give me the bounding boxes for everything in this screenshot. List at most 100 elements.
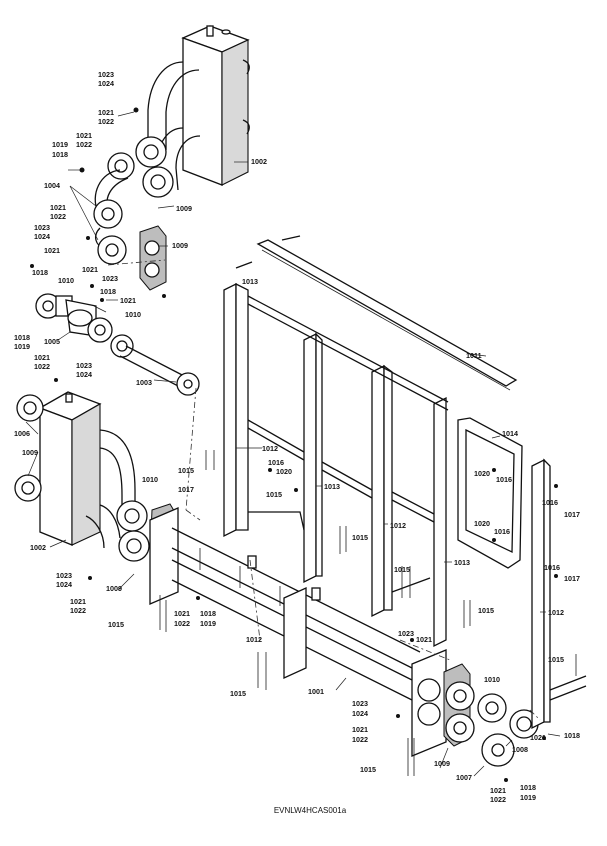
- callout-1006: 1006: [14, 429, 30, 438]
- callout-1021: 1021: [70, 597, 86, 606]
- callout-labels: 1023 1024 1021 1022 1021 1022 1019 1018 …: [14, 70, 580, 804]
- callout-1023: 1023: [352, 699, 368, 708]
- callout-1007: 1007: [456, 773, 472, 782]
- callout-1015: 1015: [266, 490, 282, 499]
- callout-1018: 1018: [14, 333, 30, 342]
- callout-1015: 1015: [178, 466, 194, 475]
- callout-1009: 1009: [22, 448, 38, 457]
- callout-1010: 1010: [58, 276, 74, 285]
- callout-1021: 1021: [120, 296, 136, 305]
- callout-1010: 1010: [142, 475, 158, 484]
- callout-1009: 1009: [434, 759, 450, 768]
- callout-1009: 1009: [176, 204, 192, 213]
- callout-1016: 1016: [268, 458, 284, 467]
- callout-1015: 1015: [394, 565, 410, 574]
- callout-1017: 1017: [564, 510, 580, 519]
- callout-1021: 1021: [530, 733, 546, 742]
- callout-1016: 1016: [544, 563, 560, 572]
- fastener-bolts: [30, 107, 577, 782]
- callout-1019: 1019: [520, 793, 536, 802]
- callout-1011: 1011: [466, 351, 482, 360]
- callout-1019: 1019: [200, 619, 216, 628]
- callout-1021: 1021: [44, 246, 60, 255]
- callout-1023: 1023: [102, 274, 118, 283]
- callout-1020: 1020: [276, 467, 292, 476]
- callout-1021: 1021: [76, 131, 92, 140]
- callout-1020: 1020: [474, 519, 490, 528]
- callout-1023: 1023: [76, 361, 92, 370]
- alignment-lines: [107, 259, 541, 721]
- gasket-1009-upper: [139, 225, 167, 291]
- elbow-pipes-1004: [93, 169, 129, 265]
- callout-1017: 1017: [178, 485, 194, 494]
- callout-1024: 1024: [34, 232, 50, 241]
- upper-flanges: [107, 136, 174, 198]
- callout-1014: 1014: [502, 429, 518, 438]
- callout-1002: 1002: [251, 157, 267, 166]
- callout-1021: 1021: [352, 725, 368, 734]
- callout-1022: 1022: [76, 140, 92, 149]
- callout-1013: 1013: [324, 482, 340, 491]
- callout-1010: 1010: [125, 310, 141, 319]
- callout-1022: 1022: [34, 362, 50, 371]
- callout-1023: 1023: [56, 571, 72, 580]
- callout-1015: 1015: [352, 533, 368, 542]
- upper-heat-exchanger: [147, 25, 250, 196]
- callout-1002: 1002: [30, 543, 46, 552]
- callout-1004: 1004: [44, 181, 60, 190]
- callout-1015: 1015: [548, 655, 564, 664]
- support-frame: [223, 239, 587, 730]
- callout-1023: 1023: [34, 223, 50, 232]
- callout-1005: 1005: [44, 337, 60, 346]
- callout-1019: 1019: [14, 342, 30, 351]
- callout-1015: 1015: [478, 606, 494, 615]
- callout-1016: 1016: [496, 475, 512, 484]
- drawing-id-caption: EVNLW4HCAS001a: [273, 806, 347, 815]
- callout-1022: 1022: [352, 735, 368, 744]
- callout-1024: 1024: [56, 580, 72, 589]
- callout-1024: 1024: [98, 79, 114, 88]
- callout-1001: 1001: [308, 687, 324, 696]
- callout-1016: 1016: [494, 527, 510, 536]
- callout-1021: 1021: [34, 353, 50, 362]
- callout-1012: 1012: [262, 444, 278, 453]
- callout-1024: 1024: [76, 370, 92, 379]
- callout-1018: 1018: [200, 609, 216, 618]
- lower-heat-exchanger: [38, 391, 136, 549]
- callout-1021: 1021: [174, 609, 190, 618]
- leader-lines: [25, 111, 561, 777]
- callout-1023: 1023: [98, 70, 114, 79]
- callout-1013: 1013: [454, 558, 470, 567]
- callout-1009: 1009: [106, 584, 122, 593]
- callout-1003: 1003: [136, 378, 152, 387]
- callout-1012: 1012: [390, 521, 406, 530]
- callout-1021: 1021: [98, 108, 114, 117]
- callout-1015: 1015: [230, 689, 246, 698]
- header-pipe-assembly: [149, 507, 539, 767]
- callout-1018: 1018: [564, 731, 580, 740]
- callout-1012: 1012: [246, 635, 262, 644]
- callout-1018: 1018: [32, 268, 48, 277]
- side-flanges-1006: [14, 394, 44, 502]
- callout-1019: 1019: [52, 140, 68, 149]
- callout-1018: 1018: [100, 287, 116, 296]
- callout-1016: 1016: [542, 498, 558, 507]
- callout-1022: 1022: [490, 795, 506, 804]
- callout-1010: 1010: [484, 675, 500, 684]
- callout-1017: 1017: [564, 574, 580, 583]
- callout-1021: 1021: [50, 203, 66, 212]
- callout-1013: 1013: [242, 277, 258, 286]
- callout-1021: 1021: [490, 786, 506, 795]
- callout-1022: 1022: [50, 212, 66, 221]
- callout-1022: 1022: [70, 606, 86, 615]
- callout-1018: 1018: [52, 150, 68, 159]
- callout-1008: 1008: [512, 745, 528, 754]
- callout-1009: 1009: [172, 241, 188, 250]
- callout-1012: 1012: [548, 608, 564, 617]
- callout-1018: 1018: [520, 783, 536, 792]
- callout-1022: 1022: [174, 619, 190, 628]
- callout-1015: 1015: [360, 765, 376, 774]
- callout-1021: 1021: [82, 265, 98, 274]
- callout-1015: 1015: [108, 620, 124, 629]
